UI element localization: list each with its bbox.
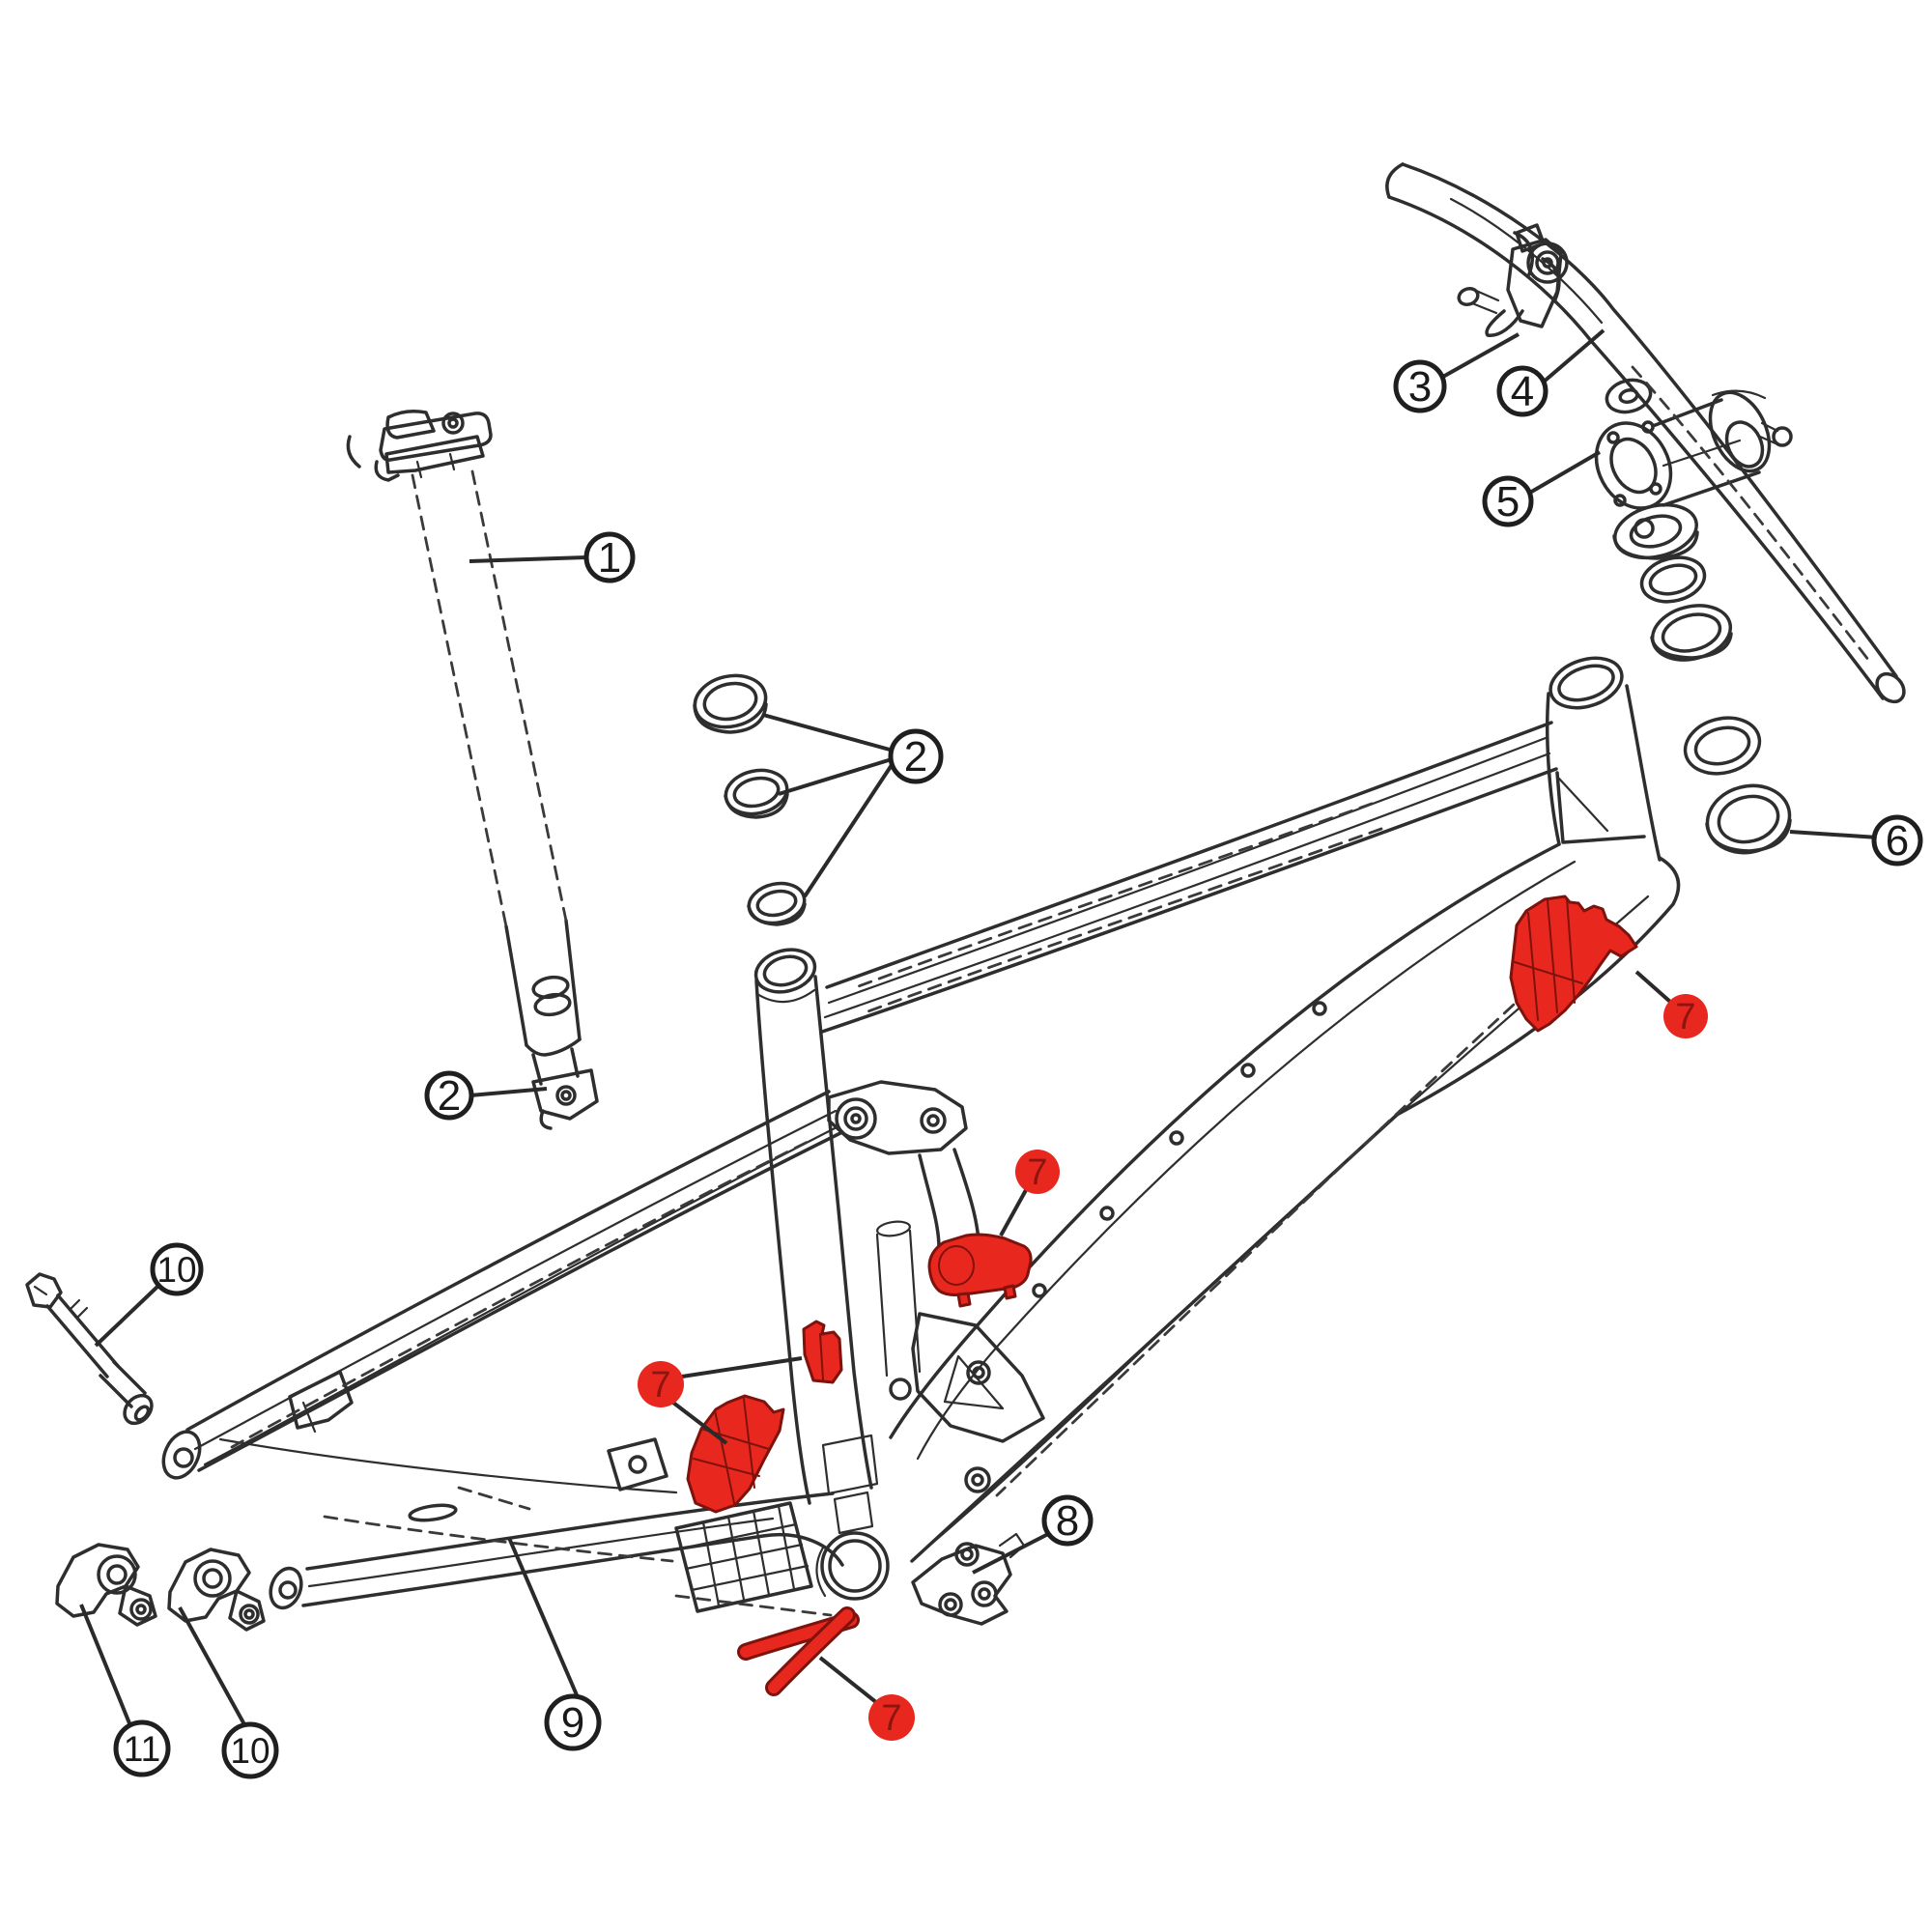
svg-text:7: 7	[1027, 1152, 1047, 1193]
svg-text:7: 7	[650, 1365, 670, 1406]
svg-text:9: 9	[561, 1699, 584, 1747]
svg-text:5: 5	[1496, 478, 1520, 526]
svg-text:2: 2	[904, 733, 927, 781]
svg-text:4: 4	[1511, 368, 1534, 415]
svg-text:10: 10	[156, 1250, 196, 1290]
svg-text:2: 2	[438, 1072, 461, 1120]
svg-text:6: 6	[1886, 817, 1909, 865]
svg-text:7: 7	[1675, 997, 1695, 1037]
svg-text:11: 11	[124, 1729, 160, 1769]
svg-text:7: 7	[881, 1698, 901, 1739]
svg-text:10: 10	[230, 1731, 270, 1771]
svg-text:8: 8	[1056, 1497, 1079, 1545]
svg-text:1: 1	[598, 534, 621, 582]
svg-text:3: 3	[1408, 363, 1432, 411]
